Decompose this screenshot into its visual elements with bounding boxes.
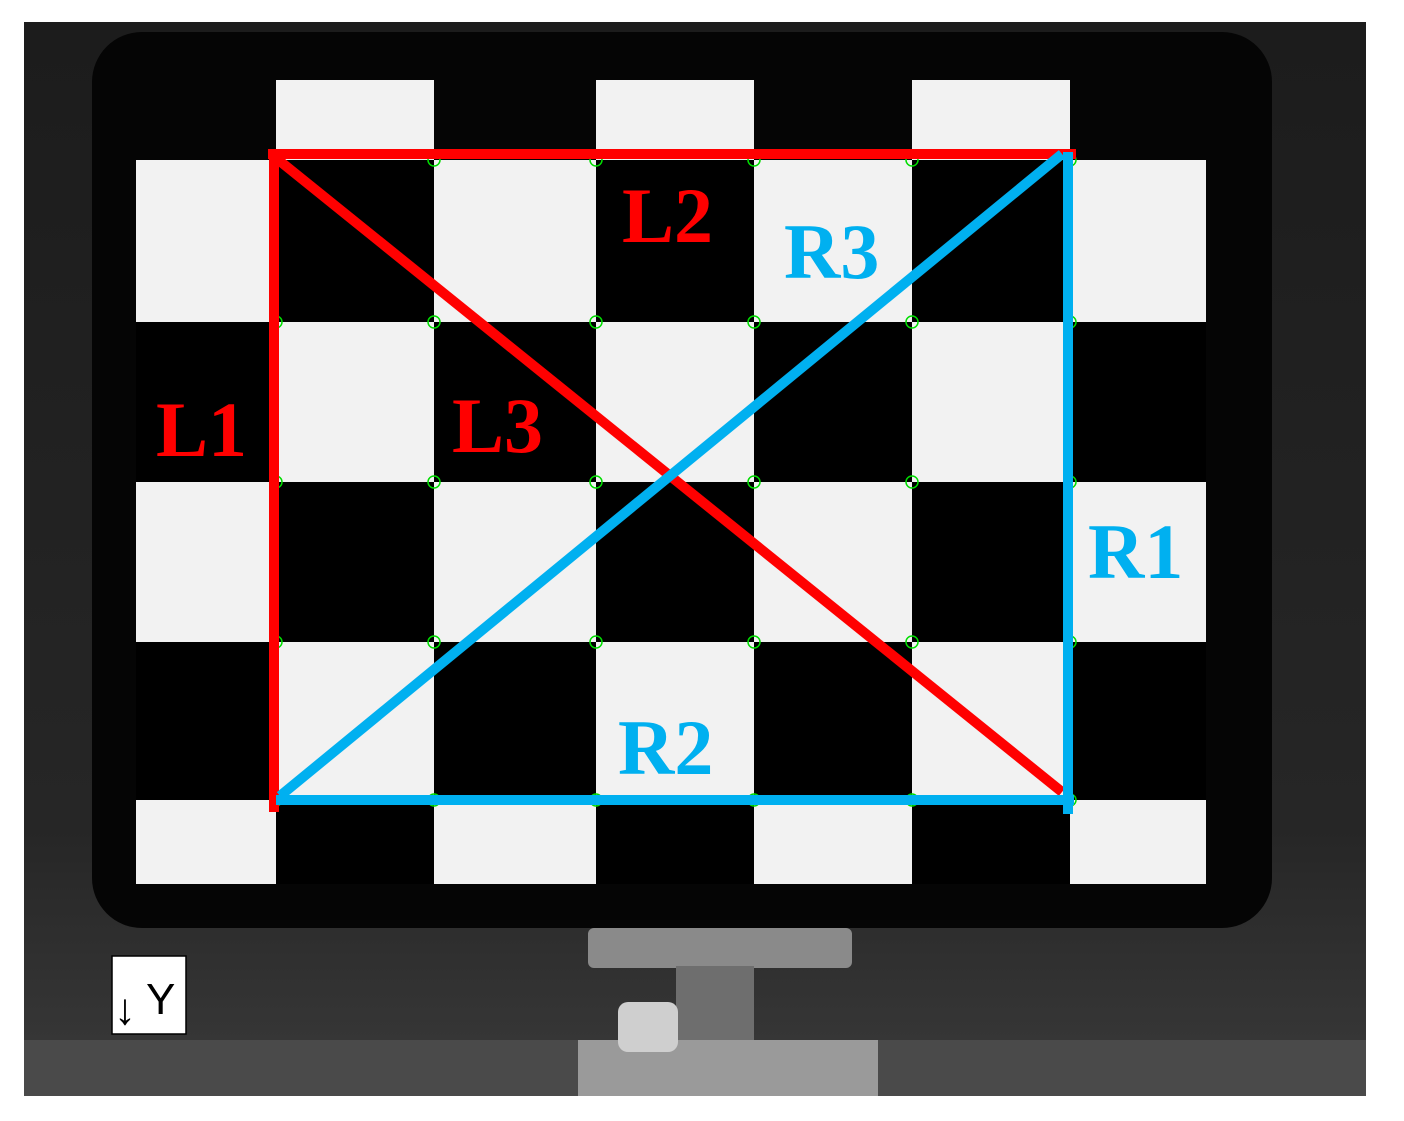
- checkerboard-squares: [136, 80, 1206, 884]
- label-L3: L3: [452, 382, 543, 469]
- board-square: [596, 482, 754, 642]
- board-square: [596, 322, 754, 482]
- board-square: [912, 322, 1070, 482]
- label-R2: R2: [618, 704, 713, 791]
- board-square: [596, 800, 754, 884]
- board-stand-top: [588, 928, 852, 968]
- corner-marker: [905, 635, 919, 649]
- label-L1: L1: [156, 386, 247, 473]
- corner-marker: [589, 475, 603, 489]
- board-square: [276, 80, 434, 160]
- board-square: [276, 800, 434, 884]
- board-square: [136, 482, 276, 642]
- board-square: [912, 482, 1070, 642]
- board-square: [136, 642, 276, 800]
- board-square: [434, 800, 596, 884]
- corner-marker: [427, 635, 441, 649]
- board-square: [276, 322, 434, 482]
- corner-marker: [905, 315, 919, 329]
- corner-marker: [747, 635, 761, 649]
- corner-marker: [427, 315, 441, 329]
- board-square: [434, 160, 596, 322]
- corner-marker: [427, 475, 441, 489]
- board-square: [754, 322, 912, 482]
- board-square: [1070, 800, 1206, 884]
- board-square: [276, 160, 434, 322]
- corner-marker: [905, 475, 919, 489]
- board-square: [754, 642, 912, 800]
- axis-label-y: Y: [146, 975, 175, 1024]
- axis-indicator: ↓ Y: [111, 955, 187, 1035]
- board-square: [434, 642, 596, 800]
- board-square: [1070, 160, 1206, 322]
- board-square: [136, 800, 276, 884]
- board-stand-knob: [618, 1002, 678, 1052]
- board-square: [912, 160, 1070, 322]
- label-R3: R3: [784, 208, 879, 295]
- label-R1: R1: [1088, 508, 1183, 595]
- board-square: [912, 800, 1070, 884]
- board-square: [136, 322, 276, 482]
- board-square: [276, 482, 434, 642]
- board-square: [596, 160, 754, 322]
- board-square: [596, 80, 754, 160]
- board-square: [596, 642, 754, 800]
- label-L2: L2: [622, 172, 713, 259]
- corner-marker: [747, 315, 761, 329]
- board-square: [1070, 482, 1206, 642]
- corner-marker: [589, 635, 603, 649]
- board-square: [754, 800, 912, 884]
- corner-marker: [589, 315, 603, 329]
- board-square: [1070, 322, 1206, 482]
- line-R3: [276, 150, 1066, 800]
- board-square: [136, 160, 276, 322]
- axis-indicator-box: [111, 955, 187, 1035]
- down-arrow-icon: ↓: [114, 985, 136, 1034]
- board-square: [1070, 642, 1206, 800]
- corner-marker: [747, 475, 761, 489]
- board-square: [912, 80, 1070, 160]
